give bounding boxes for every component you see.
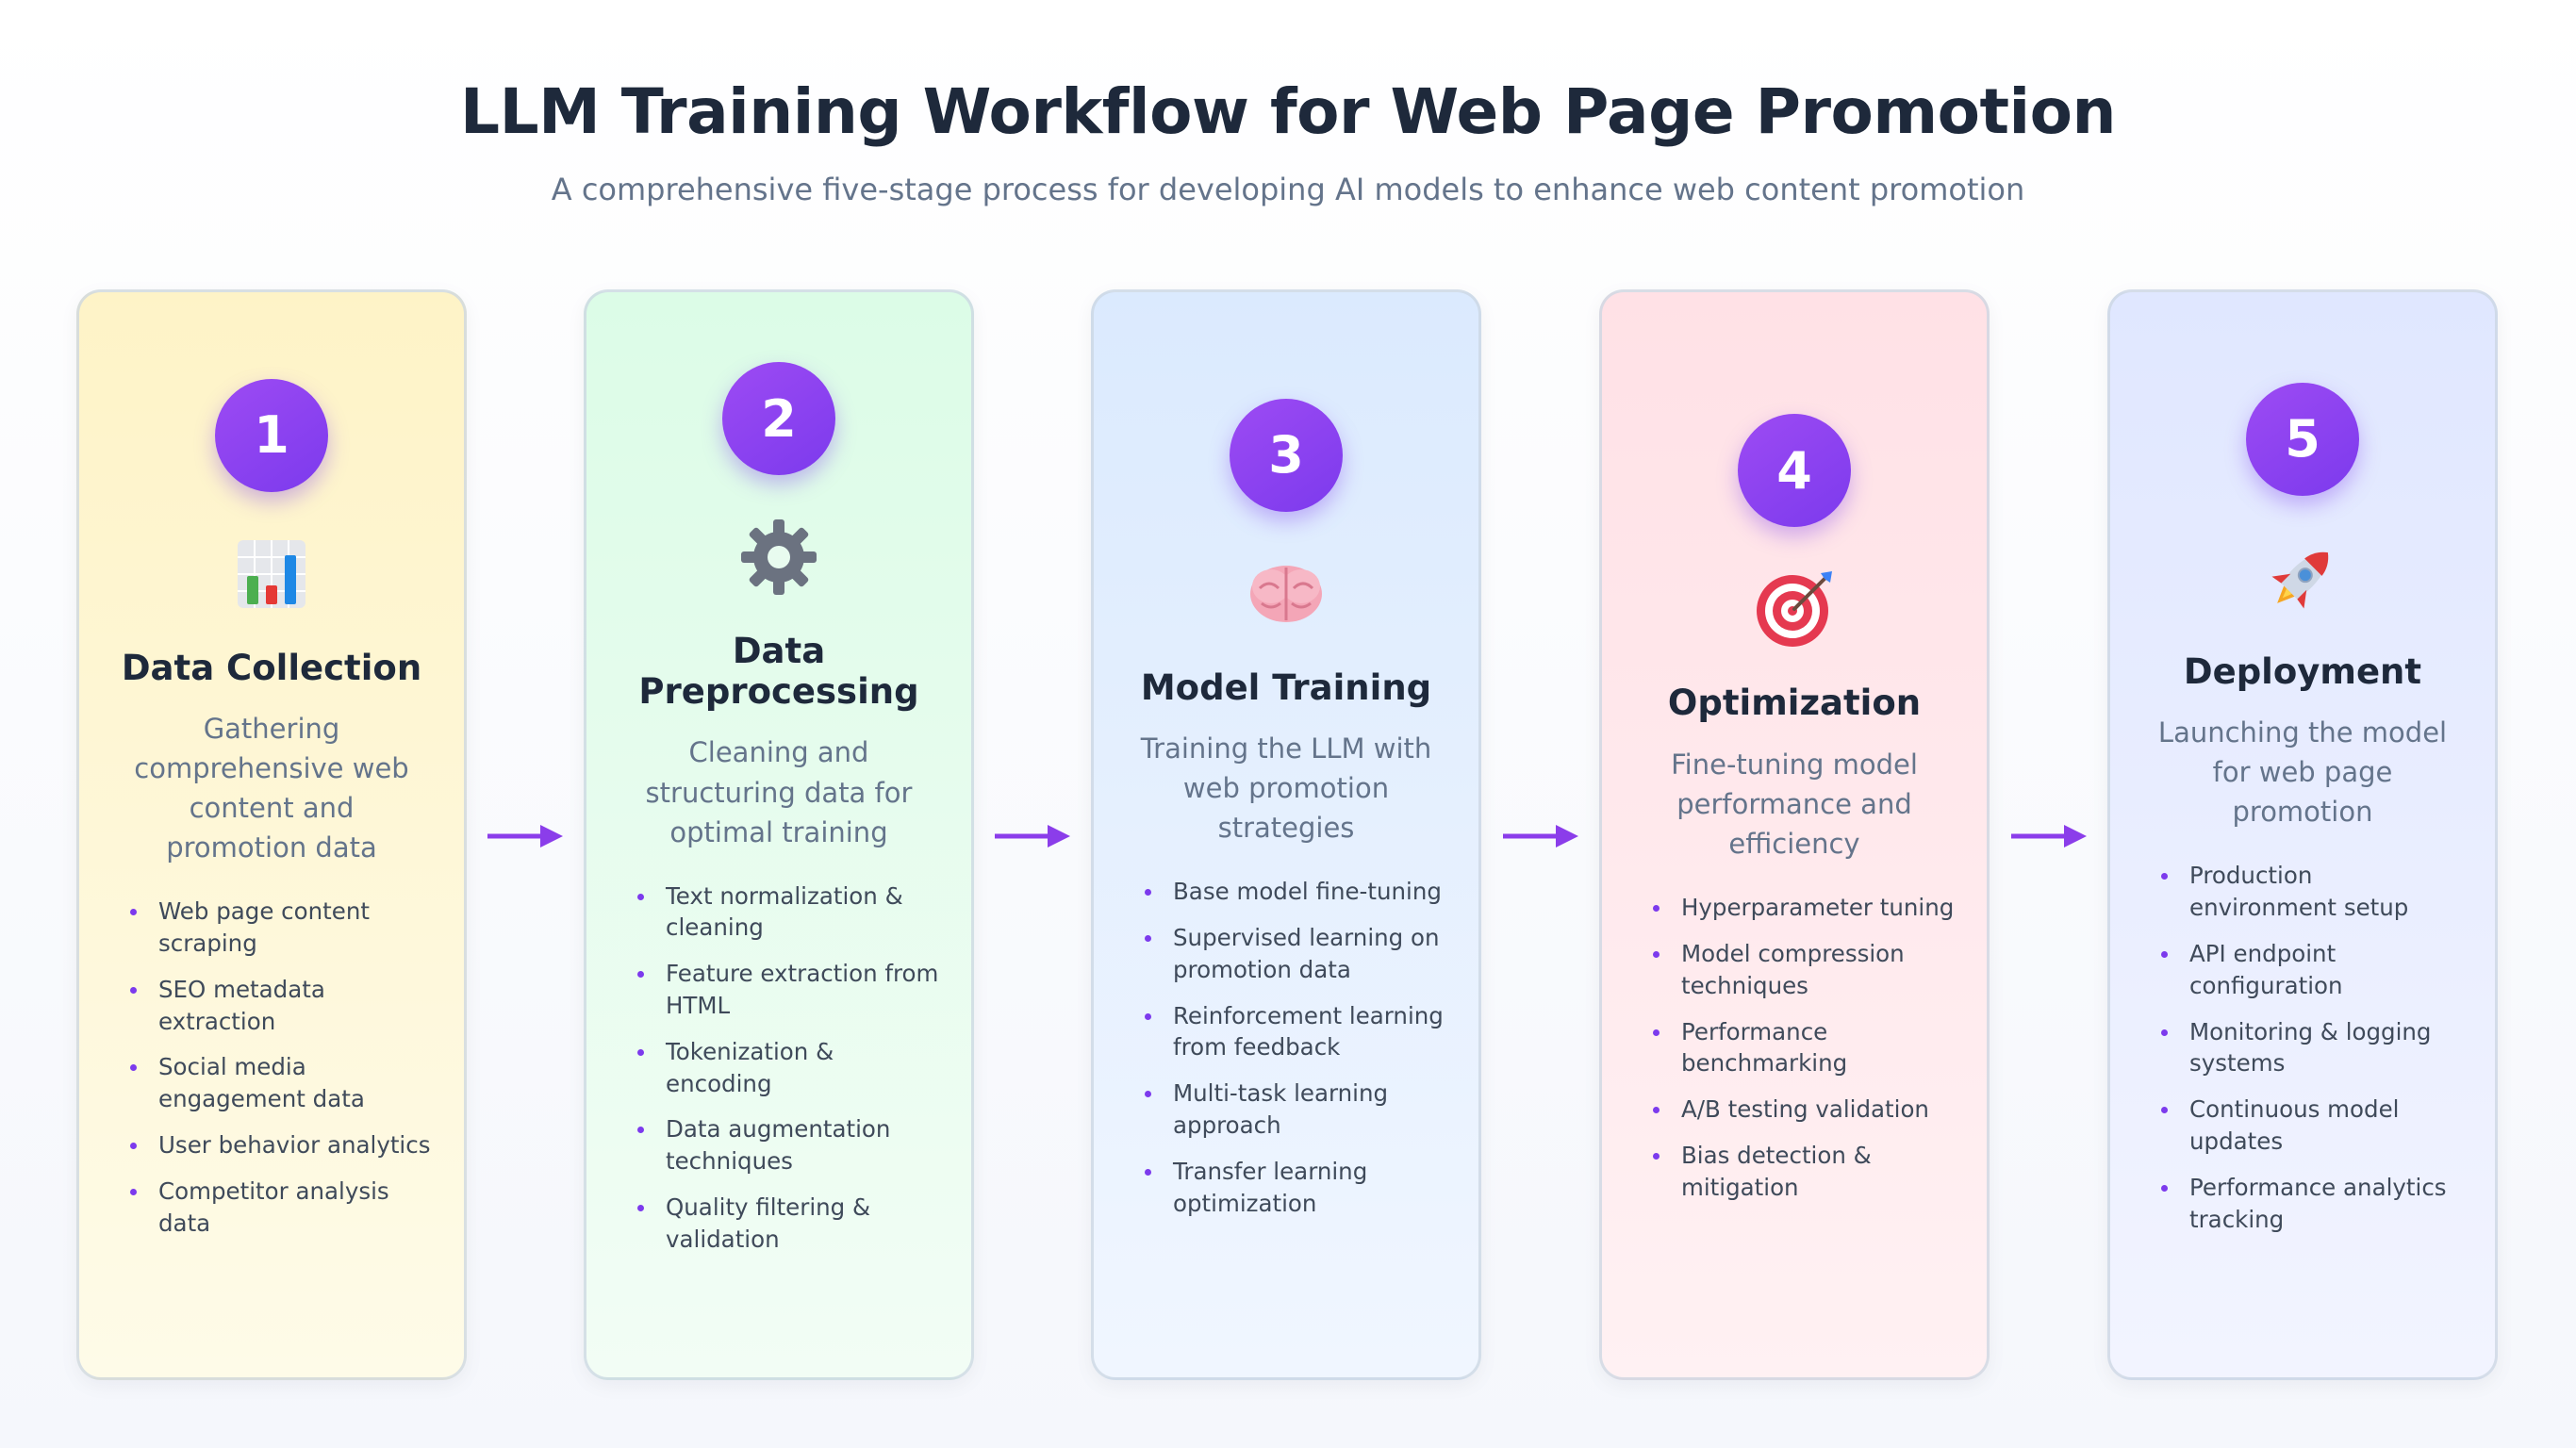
- list-item: Tokenization & encoding: [634, 1036, 943, 1100]
- stage-title: Model Training: [1140, 666, 1432, 708]
- rocket-icon: [2262, 537, 2343, 618]
- stage-description: Training the LLM with web promotion stra…: [1140, 732, 1432, 845]
- list-item: Reinforcement learning from feedback: [1141, 1000, 1450, 1064]
- stage-bullet-list: Production environment setup API endpoin…: [2138, 860, 2467, 1249]
- stage-title: Optimization: [1667, 683, 1922, 724]
- stage-bullet-list: Base model fine-tuning Supervised learni…: [1122, 876, 1450, 1233]
- arrow-right-icon: [1503, 825, 1578, 847]
- list-item: SEO metadata extraction: [126, 974, 436, 1038]
- stage-card-data-preprocessing: 2 Data Preprocessing Cleaning and struct…: [584, 289, 974, 1380]
- target-icon: [1754, 568, 1835, 650]
- list-item: Feature extraction from HTML: [634, 958, 943, 1022]
- stage-bullet-list: Text normalization & cleaning Feature ex…: [615, 880, 943, 1270]
- gear-icon: [738, 517, 819, 598]
- list-item: Production environment setup: [2157, 860, 2467, 924]
- list-item: Web page content scraping: [126, 896, 436, 960]
- stage-number-badge: 1: [215, 378, 328, 492]
- list-item: Competitor analysis data: [126, 1176, 436, 1240]
- list-item: Hyperparameter tuning: [1649, 892, 1958, 924]
- list-item: Quality filtering & validation: [634, 1192, 943, 1256]
- stage-card-deployment: 5 Deployment Launching the model for web…: [2107, 289, 2498, 1380]
- brain-icon: [1246, 553, 1327, 634]
- list-item: User behavior analytics: [126, 1129, 436, 1161]
- list-item: Multi-task learning approach: [1141, 1078, 1450, 1142]
- list-item: Model compression techniques: [1649, 938, 1958, 1002]
- stage-description: Cleaning and structuring data for optima…: [645, 736, 913, 848]
- stage-description: Gathering comprehensive web content and …: [134, 713, 409, 864]
- list-item: Transfer learning optimization: [1141, 1156, 1450, 1220]
- stage-number-badge: 3: [1230, 398, 1343, 512]
- stage-description: Fine-tuning model performance and effici…: [1671, 749, 1918, 861]
- stage-number-badge: 5: [2246, 382, 2359, 496]
- list-item: Monitoring & logging systems: [2157, 1016, 2467, 1080]
- page-title: LLM Training Workflow for Web Page Promo…: [460, 75, 2116, 148]
- stage-card-optimization: 4 Optimization Fine-tuning model perform…: [1599, 289, 1990, 1380]
- stage-title: Data Preprocessing: [638, 631, 919, 712]
- bar-chart-icon: [231, 534, 312, 615]
- list-item: API endpoint configuration: [2157, 938, 2467, 1002]
- stage-card-data-collection: 1 Data Collection Gathering comprehensiv…: [76, 289, 467, 1380]
- stage-description: Launching the model for web page promoti…: [2157, 716, 2448, 829]
- stage-number-badge: 4: [1738, 414, 1851, 528]
- arrow-right-icon: [995, 825, 1070, 847]
- list-item: Data augmentation techniques: [634, 1113, 943, 1177]
- page-subtitle: A comprehensive five-stage process for d…: [551, 172, 2025, 207]
- stage-bullet-list: Web page content scraping SEO metadata e…: [107, 896, 436, 1253]
- stage-title: Data Collection: [121, 647, 422, 688]
- stage-bullet-list: Hyperparameter tuning Model compression …: [1630, 892, 1958, 1217]
- arrow-right-icon: [2011, 825, 2087, 847]
- list-item: Supervised learning on promotion data: [1141, 922, 1450, 986]
- stage-number-badge: 2: [722, 362, 835, 476]
- list-item: Performance analytics tracking: [2157, 1172, 2467, 1236]
- list-item: Performance benchmarking: [1649, 1016, 1958, 1080]
- stage-card-model-training: 3 Model Training Training the LLM with w…: [1091, 289, 1481, 1380]
- list-item: Social media engagement data: [126, 1051, 436, 1115]
- stage-title: Deployment: [2183, 650, 2422, 692]
- list-item: Bias detection & mitigation: [1649, 1140, 1958, 1204]
- list-item: Continuous model updates: [2157, 1094, 2467, 1158]
- list-item: A/B testing validation: [1649, 1094, 1958, 1126]
- list-item: Base model fine-tuning: [1141, 876, 1450, 908]
- arrow-right-icon: [487, 825, 563, 847]
- list-item: Text normalization & cleaning: [634, 880, 943, 945]
